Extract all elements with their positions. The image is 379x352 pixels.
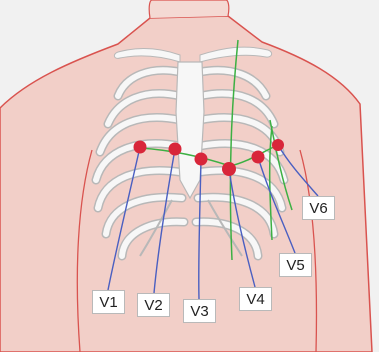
sternum <box>176 62 204 198</box>
neck <box>149 0 229 18</box>
lead-label-v2: V2 <box>137 293 170 317</box>
electrode-v6 <box>272 139 284 151</box>
lead-label-v1: V1 <box>92 290 125 314</box>
electrode-v1 <box>134 141 147 154</box>
lead-label-v5: V5 <box>279 253 312 277</box>
electrode-v5 <box>252 151 265 164</box>
lead-label-v4: V4 <box>239 287 272 311</box>
electrode-v2 <box>169 143 182 156</box>
electrode-v4 <box>222 162 236 176</box>
lead-label-v3: V3 <box>183 299 216 323</box>
electrode-v3 <box>195 153 208 166</box>
lead-label-v6: V6 <box>302 196 335 220</box>
